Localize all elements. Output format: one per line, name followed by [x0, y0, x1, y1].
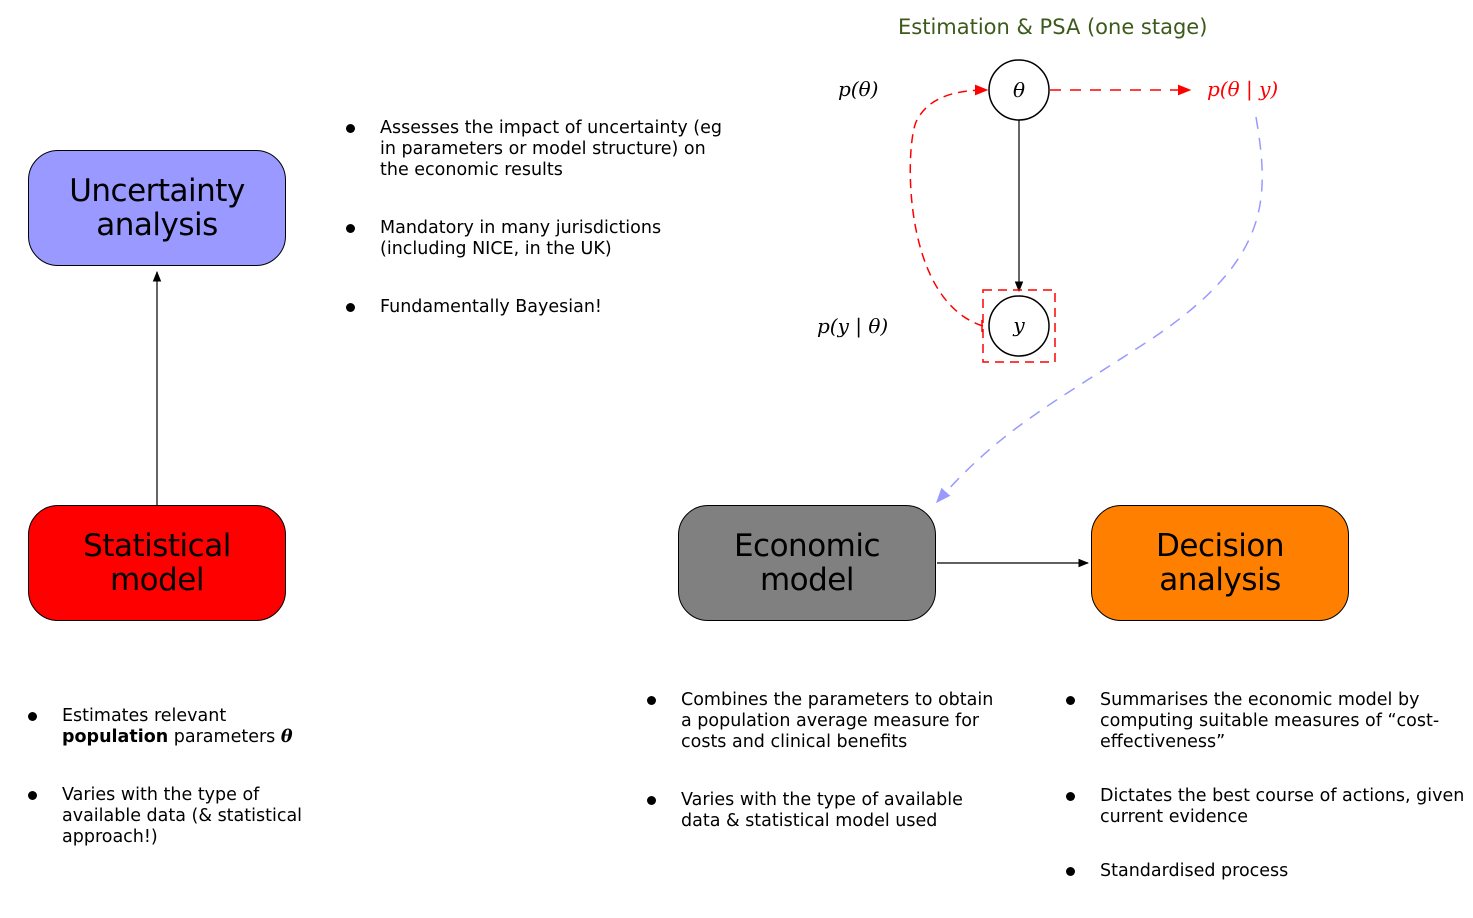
- bullet-item: Assesses the impact of uncertainty (eg i…: [346, 118, 726, 181]
- bullet-dot-icon: [1066, 867, 1075, 876]
- bullet-dot-icon: [647, 696, 656, 705]
- prior-label: p(θ): [838, 77, 879, 101]
- bullet-text: Estimates relevant: [62, 706, 227, 726]
- likelihood-label: p(y | θ): [817, 314, 889, 338]
- node-y: [988, 295, 1050, 357]
- stage-title: Estimation & PSA (one stage): [898, 15, 1208, 39]
- posterior-label: p(θ | y): [1207, 77, 1279, 101]
- bullet-item: Combines the parameters to obtain a popu…: [647, 690, 1007, 753]
- bullet-text-bold: population: [62, 727, 169, 747]
- bullet-text: Varies with the type of available data (…: [62, 785, 303, 847]
- node-theta-label: θ: [1012, 78, 1026, 102]
- box-title-line: model: [759, 562, 855, 598]
- node-y-label: y: [1013, 313, 1025, 337]
- bullet-text: Standardised process: [1100, 861, 1289, 881]
- bullet-dot-icon: [346, 224, 355, 233]
- arrow-posterior-to-economic: [936, 116, 1263, 504]
- box-title-line: Uncertainty: [69, 173, 245, 209]
- statistical-bullets: Estimates relevant population parameters…: [28, 706, 308, 885]
- bullet-dot-icon: [346, 124, 355, 133]
- bullet-text: Mandatory in many jurisdictions (includi…: [380, 218, 662, 259]
- uncertainty-bullets: Assesses the impact of uncertainty (eg i…: [346, 118, 726, 355]
- observed-data-box: [982, 289, 1056, 363]
- node-theta: [988, 59, 1050, 121]
- box-title-line: analysis: [96, 207, 218, 243]
- box-title-line: analysis: [1159, 562, 1281, 598]
- bullet-text: Assesses the impact of uncertainty (eg i…: [380, 118, 722, 180]
- bullet-text: Varies with the type of available data &…: [681, 790, 963, 831]
- arrow-likelihood-to-prior: [909, 84, 989, 327]
- bullet-text: parameters: [168, 727, 281, 747]
- bullet-dot-icon: [346, 303, 355, 312]
- economic-bullets: Combines the parameters to obtain a popu…: [647, 690, 1007, 869]
- box-title-line: Decision: [1156, 528, 1284, 564]
- bullet-text: Fundamentally Bayesian!: [380, 297, 602, 317]
- decision-bullets: Summarises the economic model by computi…: [1066, 690, 1466, 915]
- bullet-item: Summarises the economic model by computi…: [1066, 690, 1466, 753]
- bullet-item: Dictates the best course of actions, giv…: [1066, 786, 1466, 828]
- bullet-text: Summarises the economic model by computi…: [1100, 690, 1440, 752]
- bullet-item: Estimates relevant population parameters…: [28, 706, 308, 748]
- bullet-dot-icon: [1066, 696, 1075, 705]
- bullet-text: Dictates the best course of actions, giv…: [1100, 786, 1465, 827]
- bullet-dot-icon: [28, 791, 37, 800]
- bullet-dot-icon: [28, 712, 37, 721]
- bullet-text: Combines the parameters to obtain a popu…: [681, 690, 994, 752]
- box-title-line: Statistical: [83, 528, 231, 564]
- bullet-item: Mandatory in many jurisdictions (includi…: [346, 218, 726, 260]
- bullet-dot-icon: [647, 796, 656, 805]
- box-title-line: Economic: [733, 528, 881, 564]
- bullet-item: Varies with the type of available data &…: [647, 790, 1007, 832]
- theta-symbol: θ: [280, 727, 293, 747]
- box-title-line: model: [109, 562, 205, 598]
- bullet-item: Varies with the type of available data (…: [28, 785, 308, 848]
- bullet-item: Standardised process: [1066, 861, 1466, 882]
- bullet-dot-icon: [1066, 792, 1075, 801]
- bullet-item: Fundamentally Bayesian!: [346, 297, 726, 318]
